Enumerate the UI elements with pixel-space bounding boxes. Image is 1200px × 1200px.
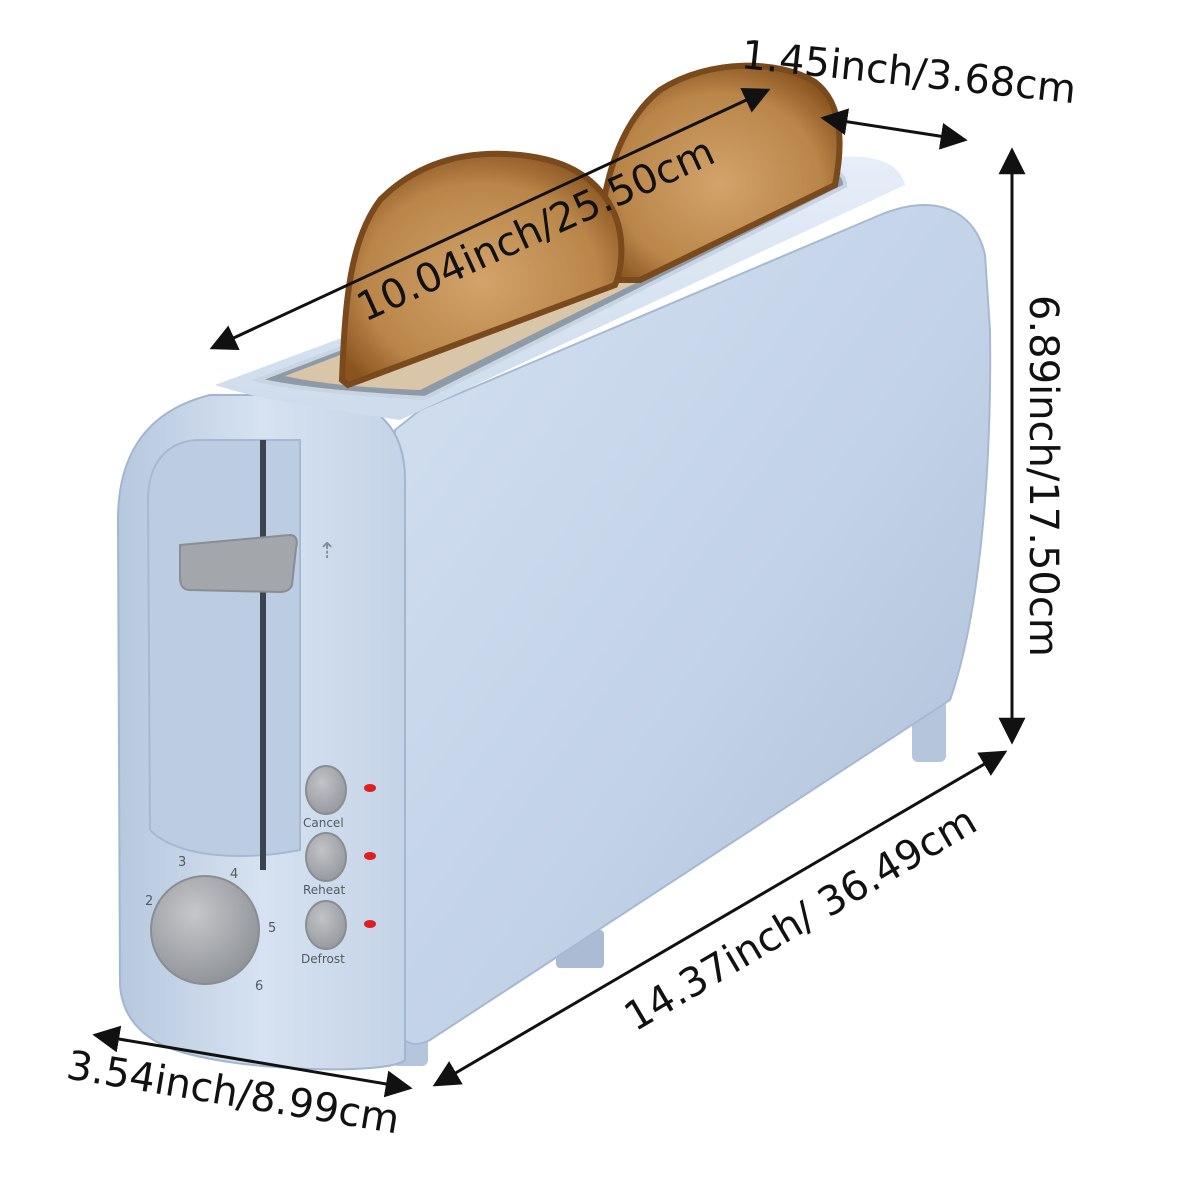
defrost-button[interactable] (305, 900, 347, 950)
height-label: 6.89inch/17.50cm (1020, 295, 1066, 657)
lever-track (260, 440, 266, 870)
dial-number-2: 2 (145, 894, 153, 909)
width-line (92, 1025, 413, 1098)
toast-lever[interactable] (179, 533, 298, 594)
lever-recess (146, 439, 301, 857)
reheat-button[interactable] (305, 832, 347, 882)
defrost-label: Defrost (301, 952, 345, 966)
indicator-light-cancel (364, 784, 376, 792)
length-line (432, 750, 1008, 1087)
dial-number-4: 4 (230, 867, 238, 882)
slot-width-line (820, 108, 968, 150)
up-arrow-icon: ⇡ (318, 539, 336, 564)
browning-dial[interactable] (150, 875, 260, 985)
dial-number-3: 3 (178, 855, 186, 870)
cancel-button[interactable] (305, 765, 347, 815)
dial-number-5: 5 (268, 921, 276, 936)
cancel-label: Cancel (303, 816, 344, 830)
dial-number-6: 6 (255, 979, 263, 994)
slot-length-line (209, 87, 771, 351)
indicator-light-defrost (364, 920, 376, 928)
indicator-light-reheat (364, 852, 376, 860)
reheat-label: Reheat (303, 883, 346, 897)
